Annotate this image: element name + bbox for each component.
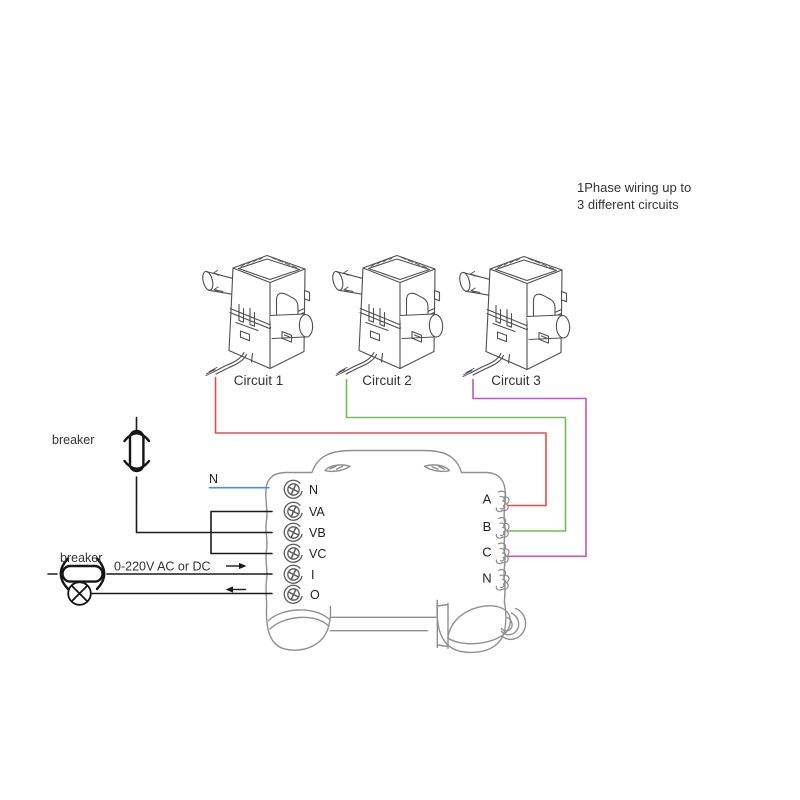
breaker-bottom-label: breaker [60, 551, 102, 565]
device-body-top [284, 449, 506, 493]
device-foot-left [265, 605, 332, 651]
antenna-coil-icon [500, 607, 527, 641]
hump-slot-right [423, 464, 451, 473]
supply-voltage-label: 0-220V AC or DC [114, 560, 211, 574]
terminal-label-b: B [483, 519, 492, 534]
annotation-line2: 3 different circuits [577, 197, 679, 212]
hump-slot-left [324, 464, 351, 473]
circuit-1-label: Circuit 1 [234, 373, 284, 388]
screw-terminal-va [283, 501, 303, 521]
screw-terminal-vb [283, 522, 303, 542]
flow-arrow-in-icon [226, 562, 247, 570]
terminal-label-vc: VC [309, 547, 326, 561]
terminal-label-o: O [310, 588, 320, 602]
screw-terminal-o [283, 584, 303, 604]
lamp-icon [67, 581, 92, 606]
flow-arrow-out-icon [225, 586, 246, 593]
annotation-line1: 1Phase wiring up to [577, 180, 691, 195]
breaker-symbol-top [123, 429, 151, 473]
line-wires-black [47, 416, 273, 595]
screw-terminal-i [283, 564, 303, 584]
ct2-wire-green [345, 378, 567, 532]
clamps-right [495, 490, 510, 591]
clamp-terminal-b [495, 517, 510, 539]
device-edge-left [265, 471, 286, 608]
ct3-wire-magenta [472, 378, 587, 558]
screw-terminal-n [283, 479, 303, 499]
terminal-screws-left [283, 479, 303, 604]
terminal-label-a: A [483, 492, 492, 507]
terminal-label-n-right: N [482, 571, 491, 586]
terminal-label-n: N [309, 483, 318, 497]
screw-terminal-vc [283, 543, 303, 563]
ct-sensor-circuit-2 [330, 254, 444, 377]
device-antenna-bar [329, 599, 449, 650]
breaker-top-label: breaker [52, 433, 94, 447]
neutral-label: N [209, 472, 218, 486]
terminal-label-i: I [311, 568, 314, 582]
clamp-terminal-n-right [495, 569, 510, 591]
terminal-label-c: C [482, 545, 491, 560]
ct1-wire-red [214, 376, 547, 507]
breaker-symbol-bottom [59, 557, 106, 591]
circuit-3-label: Circuit 3 [491, 373, 541, 388]
clamp-terminal-a [495, 490, 510, 513]
terminal-label-va: VA [309, 505, 325, 519]
clamp-terminal-c [495, 542, 510, 565]
ct-sensor-circuit-1 [200, 254, 314, 377]
terminal-label-vb: VB [309, 526, 326, 540]
wires [47, 376, 587, 595]
circuit-2-label: Circuit 2 [362, 373, 412, 388]
device-foot-right [436, 599, 511, 654]
ct-sensor-circuit-3 [457, 255, 571, 378]
